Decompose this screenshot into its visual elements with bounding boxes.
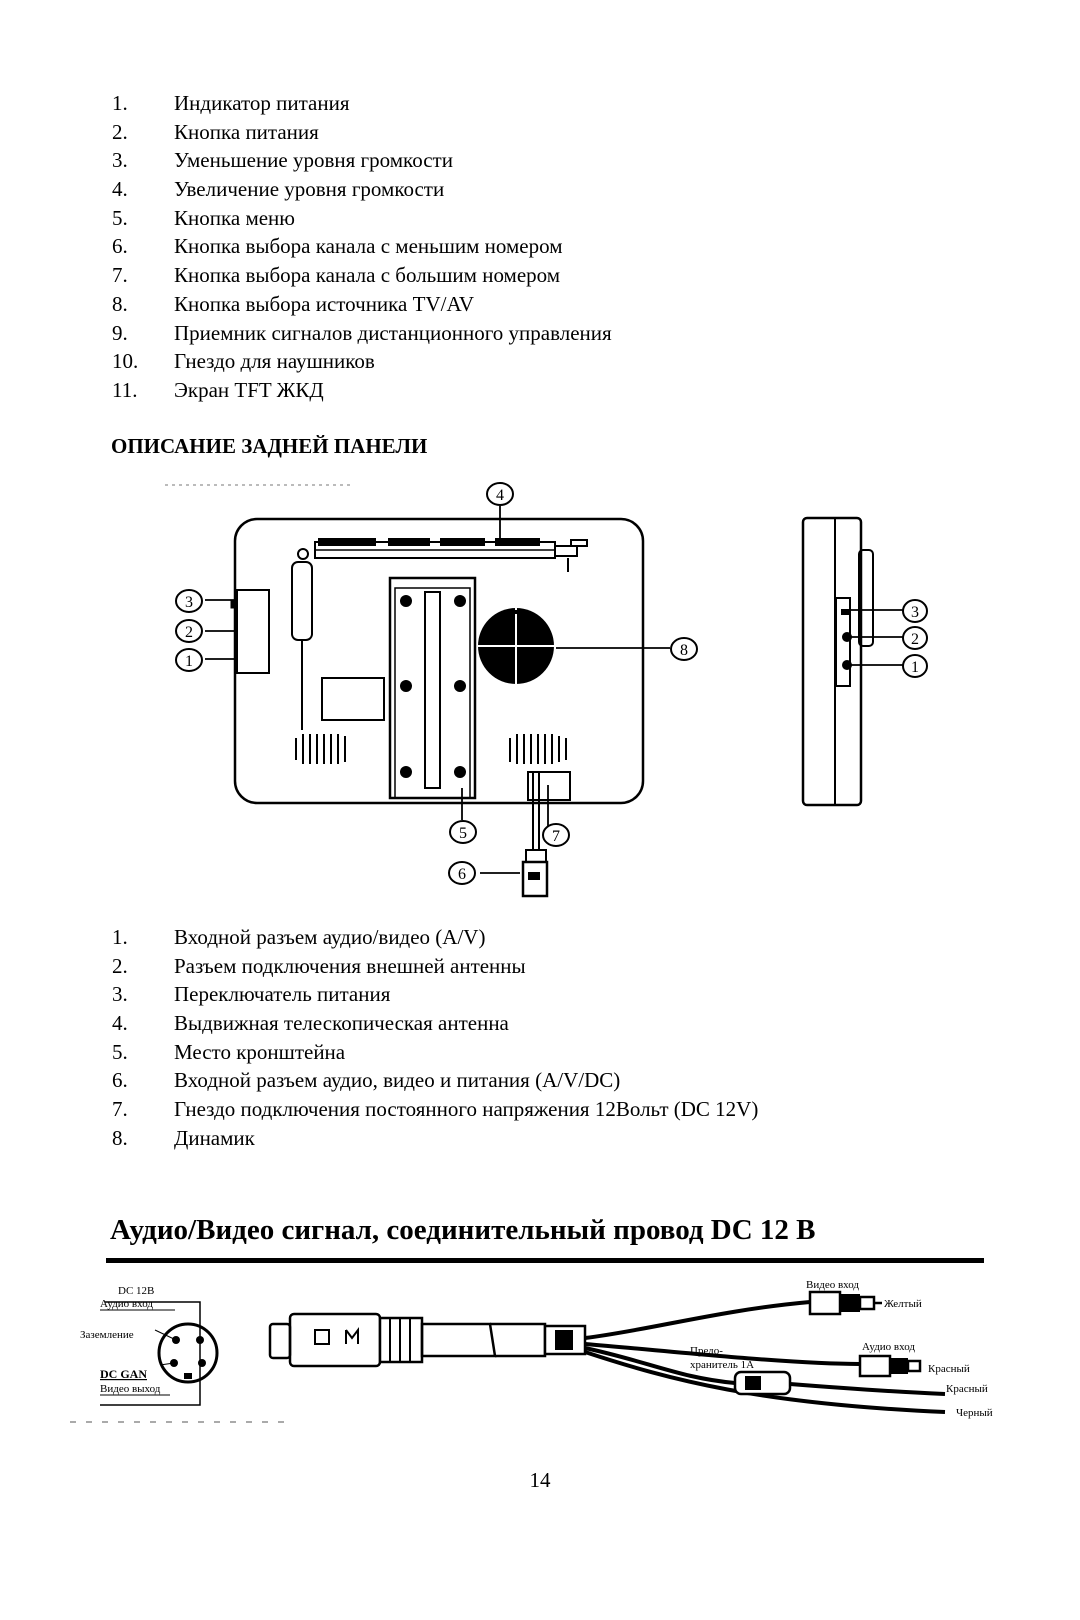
telescopic-antenna: [297, 538, 588, 572]
item-number: 1.: [112, 91, 128, 115]
label-fuse-1: Предо-: [690, 1345, 723, 1357]
item-text: Кнопка выбора источника TV/AV: [174, 291, 475, 316]
item-number: 10.: [112, 349, 139, 374]
callout-2: [175, 619, 203, 643]
item-text: Уменьшение уровня громкости: [174, 148, 453, 173]
callout-7: [542, 823, 570, 847]
label-fuse-2: хранитель 1А: [690, 1359, 754, 1371]
fuse-holder: [733, 1370, 792, 1396]
heading-rule: [106, 1258, 984, 1263]
item-text: Выдвижная телескопическая антенна: [174, 1011, 509, 1036]
item-text: Входной разъем аудио, видео и питания (A…: [174, 1068, 621, 1093]
item-text: Кнопка выбора канала с меньшим номером: [174, 234, 563, 259]
label-red-1: Красный: [928, 1363, 970, 1375]
rear-panel-heading: ОПИСАНИЕ ЗАДНЕЙ ПАНЕЛИ: [111, 434, 428, 458]
connector-pinout: [100, 1301, 219, 1406]
item-text: Входной разъем аудио/видео (A/V): [174, 925, 486, 949]
side-callout-2-label: 2: [911, 631, 919, 648]
item-number: 9.: [112, 320, 128, 345]
item-text: Кнопка меню: [174, 205, 295, 230]
item-number: 4.: [112, 1011, 128, 1036]
side-callout-3: [902, 599, 928, 623]
cable-diagram: DC 12В Аудио вход Заземление DC GAN Виде…: [70, 1280, 993, 1423]
side-callout-1-label: 1: [911, 659, 919, 676]
callout-4: [486, 482, 514, 506]
audio-rca-plug: [858, 1354, 922, 1378]
label-ground: Заземление: [80, 1329, 134, 1341]
bracket-area: [388, 576, 477, 800]
item-text: Экран TFT ЖКД: [174, 377, 324, 402]
item-number: 3.: [112, 148, 128, 173]
label-video-out: Видео выход: [100, 1383, 161, 1395]
item-number: 4.: [112, 177, 128, 202]
page-number: 14: [529, 1468, 551, 1492]
callout-8-label: 8: [680, 642, 688, 659]
item-text: Кнопка выбора канала с большим номером: [174, 263, 561, 288]
tv-back-body: [233, 517, 645, 805]
video-rca-plug: [808, 1290, 882, 1316]
item-number: 6.: [112, 234, 128, 259]
wire-yellow: [584, 1300, 811, 1340]
side-callout-2: [902, 626, 928, 650]
item-text: Место кронштейна: [174, 1039, 346, 1064]
item-number: 2.: [112, 119, 128, 144]
callout-7-label: 7: [552, 828, 560, 845]
wire-fuse: [584, 1346, 736, 1385]
label-video-in: Видео вход: [806, 1280, 859, 1291]
main-plug: [268, 1312, 587, 1368]
cable-section-heading: Аудио/Видео сигнал, соединительный прово…: [110, 1214, 816, 1246]
callout-4-label: 4: [496, 487, 504, 504]
side-view: [801, 516, 874, 807]
side-callout-3-label: 3: [911, 604, 919, 621]
item-number: 8.: [112, 291, 128, 316]
item-text: Переключатель питания: [174, 982, 391, 1007]
wire-red-audio: [584, 1342, 861, 1366]
item-text: Гнездо подключения постоянного напряжени…: [174, 1097, 759, 1122]
wire-black: [584, 1350, 946, 1414]
callout-3-label: 3: [185, 594, 193, 611]
label-yellow: Желтый: [884, 1298, 922, 1310]
callout-2-label: 2: [185, 624, 193, 641]
item-number: 2.: [112, 953, 128, 978]
callout-5-label: 5: [459, 825, 467, 842]
label-audio-in-pin: Аудио вход: [100, 1298, 153, 1310]
speaker-grille: [478, 608, 554, 684]
item-text: Кнопка питания: [174, 119, 319, 144]
item-text: Динамик: [174, 1125, 255, 1150]
item-number: 5.: [112, 205, 128, 230]
label-dc12: DC 12В: [118, 1285, 154, 1297]
item-number: 7.: [112, 263, 128, 288]
item-number: 8.: [112, 1125, 128, 1150]
item-number: 5.: [112, 1039, 128, 1064]
item-text: Индикатор питания: [174, 91, 350, 115]
callout-6-label: 6: [458, 866, 466, 883]
item-number: 1.: [112, 925, 128, 949]
label-black: Черный: [956, 1407, 993, 1419]
rear-panel-diagram: 3 2 1 4 8 5 7 6 3 2 1: [165, 482, 928, 898]
callout-8: [670, 637, 698, 661]
item-text: Гнездо для наушников: [174, 349, 375, 374]
callout-6: [448, 861, 476, 885]
item-number: 7.: [112, 1097, 128, 1122]
callout-5: [449, 820, 477, 844]
item-text: Увеличение уровня громкости: [174, 177, 445, 202]
side-callout-1: [902, 654, 928, 678]
item-text: Приемник сигналов дистанционного управле…: [174, 320, 612, 345]
item-number: 3.: [112, 982, 128, 1007]
item-text: Разъем подключения внешней антенны: [174, 953, 526, 978]
callout-3: [175, 589, 203, 613]
item-number: 11.: [112, 377, 138, 402]
label-dc-gan: DC GAN: [100, 1367, 147, 1381]
item-number: 6.: [112, 1068, 128, 1093]
callout-1: [175, 648, 203, 672]
label-red-2: Красный: [946, 1383, 988, 1395]
callout-1-label: 1: [185, 653, 193, 670]
label-audio-in: Аудио вход: [862, 1341, 915, 1353]
